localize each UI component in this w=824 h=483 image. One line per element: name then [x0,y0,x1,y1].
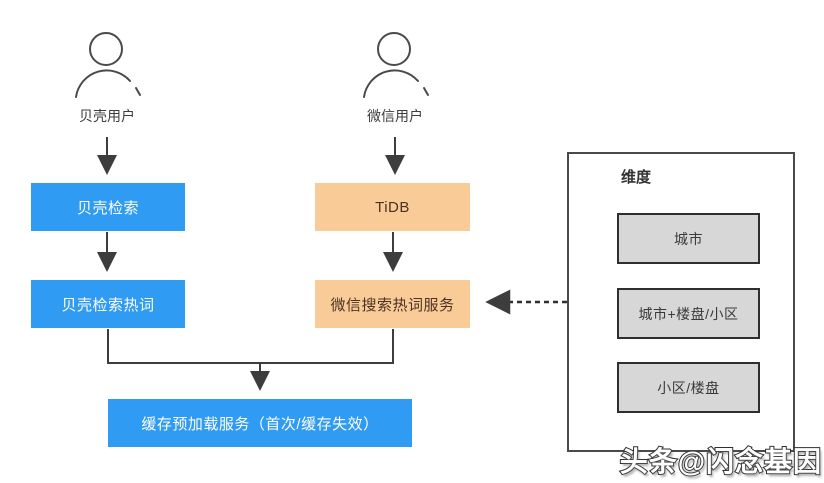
node-beike-search: 贝壳检索 [31,183,185,231]
actor-label-wechat-user: 微信用户 [367,108,423,124]
node-wechat-hotword-service: 微信搜索热词服务 [315,280,470,328]
dimension-label: 城市+楼盘/小区 [638,305,739,322]
dimension-panel-title: 维度 [621,169,652,186]
actor-label-beike-user: 贝壳用户 [79,108,135,124]
dimension-panel: 维度 城市 城市+楼盘/小区 小区/楼盘 [567,152,795,452]
merge-connector [107,329,394,364]
node-label: 微信搜索热词服务 [330,296,455,314]
node-tidb: TiDB [315,183,470,231]
node-label: 缓存预加载服务（首次/缓存失效） [141,415,379,433]
dimension-label: 城市 [674,230,703,247]
node-label: 贝壳检索热词 [61,296,155,314]
node-label: 贝壳检索 [76,199,139,217]
node-cache-preload-service: 缓存预加载服务（首次/缓存失效） [108,399,412,447]
node-beike-hotwords: 贝壳检索热词 [31,280,185,328]
node-label: TiDB [375,198,410,216]
dimension-item-city-building-community: 城市+楼盘/小区 [617,288,760,339]
dimension-item-city: 城市 [617,213,760,264]
dimension-label: 小区/楼盘 [657,379,720,396]
wechat-user-icon [363,32,429,98]
watermark-text: 头条@闪念基因 [619,445,822,478]
beike-user-icon [75,32,141,98]
dimension-item-community-building: 小区/楼盘 [617,362,760,413]
